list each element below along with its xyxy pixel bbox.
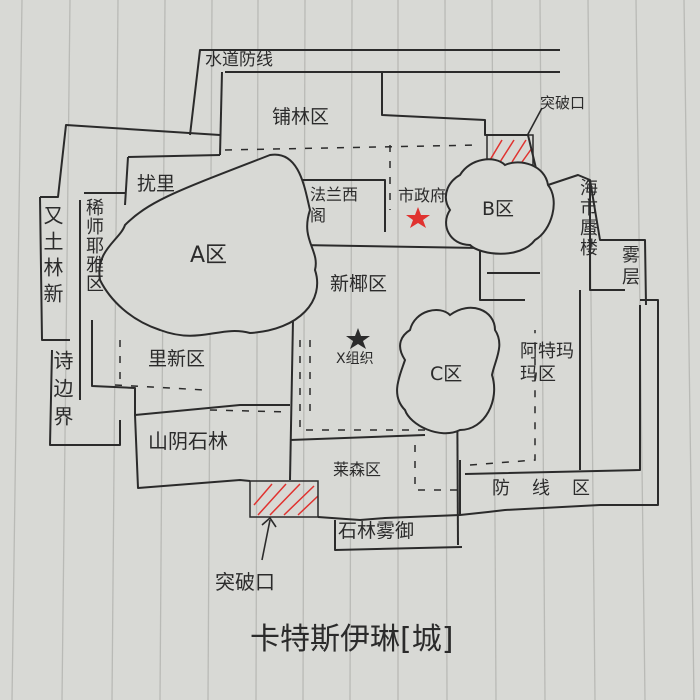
label-shanyin-shilin: 山阴石林 bbox=[148, 429, 228, 453]
label-lixin: 里新区 bbox=[148, 348, 206, 370]
label-a-district: A区 bbox=[190, 243, 228, 268]
breach-arrows bbox=[261, 107, 543, 561]
label-waterway-defense: 水道防线 bbox=[205, 50, 273, 70]
label-youtu-linxin: 又土林新 bbox=[40, 205, 64, 309]
label-shi-border: 诗边界 bbox=[50, 350, 74, 434]
label-atema: 阿特玛玛区 bbox=[520, 341, 574, 386]
dashed-borders bbox=[114, 144, 536, 491]
label-c-district: C区 bbox=[430, 363, 463, 385]
label-raoli: 扰里 bbox=[137, 173, 176, 195]
label-b-district: B区 bbox=[482, 198, 515, 220]
label-fog-layer: 雾层 bbox=[619, 245, 640, 289]
label-laisen: 莱森区 bbox=[333, 460, 382, 479]
label-xishi-yeya: 稀师耶雅区 bbox=[83, 198, 104, 293]
organization-star-icon bbox=[346, 328, 370, 349]
notebook-lines bbox=[11, 0, 695, 700]
hatched-breach-areas bbox=[249, 134, 534, 518]
label-shilin-wuyu: 石林雾御 bbox=[338, 520, 415, 542]
label-xinye: 新椰区 bbox=[330, 273, 388, 295]
label-pulin: 铺林区 bbox=[272, 106, 330, 128]
label-organization: X组织 bbox=[336, 351, 374, 367]
label-defense-line: 防线区 bbox=[492, 478, 612, 499]
label-mirage: 海市蜃楼 bbox=[577, 178, 598, 258]
label-breach-bottom: 突破口 bbox=[215, 570, 275, 594]
label-falanxi: 法兰西阁 bbox=[310, 185, 359, 225]
map-title: 卡特斯伊琳[城] bbox=[250, 622, 454, 657]
label-city-hall: 市政府 bbox=[398, 186, 447, 205]
district-clouds bbox=[98, 153, 555, 435]
city-hall-star-icon bbox=[406, 207, 430, 228]
label-breach-top: 突破口 bbox=[540, 94, 586, 112]
